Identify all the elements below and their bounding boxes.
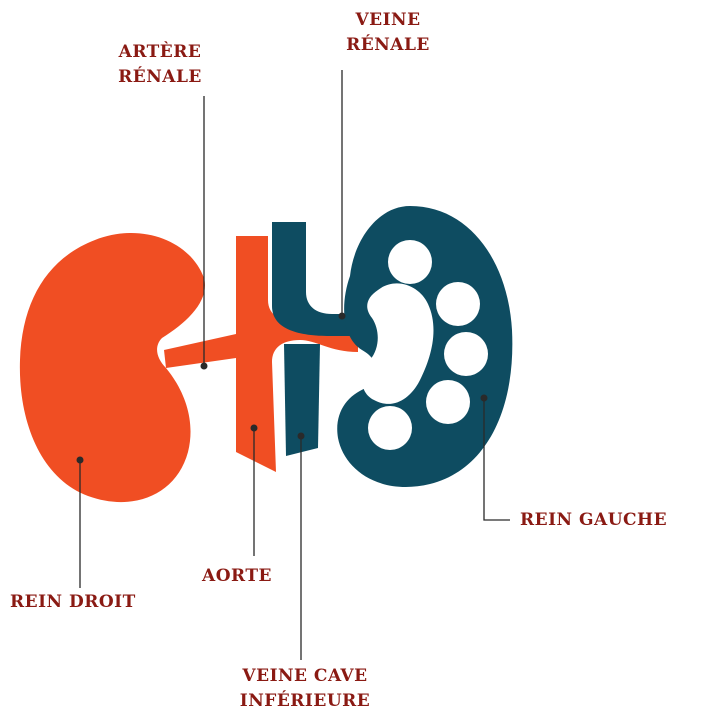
renal-vein-label: VEINE RÉNALE — [346, 8, 430, 58]
aorta-dot — [251, 425, 258, 432]
inferior-vena-cava-label-line-2: INFÉRIEURE — [240, 689, 370, 714]
right-kidney-shape — [20, 233, 205, 502]
right-kidney-dot — [77, 457, 84, 464]
renal-vein-label-line-2: RÉNALE — [346, 33, 430, 58]
renal-artery-label-line-1: ARTÈRE — [118, 40, 202, 65]
inferior-vena-cava-label-line-1: VEINE CAVE — [240, 664, 370, 689]
left-kidney-label: REIN GAUCHE — [520, 508, 667, 533]
renal-vein-dot — [339, 313, 346, 320]
right-kidney-label: REIN DROIT — [10, 590, 136, 615]
renal-artery-dot — [201, 363, 208, 370]
renal-artery-label-line-2: RÉNALE — [118, 65, 202, 90]
renal-artery-label: ARTÈRE RÉNALE — [118, 40, 202, 90]
aorta-label: AORTE — [202, 564, 272, 589]
inferior-vena-cava-label: VEINE CAVE INFÉRIEURE — [240, 664, 370, 714]
renal-vein-label-line-1: VEINE — [346, 8, 430, 33]
left-kidney-dot — [481, 395, 488, 402]
vena-cava-dot — [298, 433, 305, 440]
renal-artery-shape — [164, 334, 236, 368]
